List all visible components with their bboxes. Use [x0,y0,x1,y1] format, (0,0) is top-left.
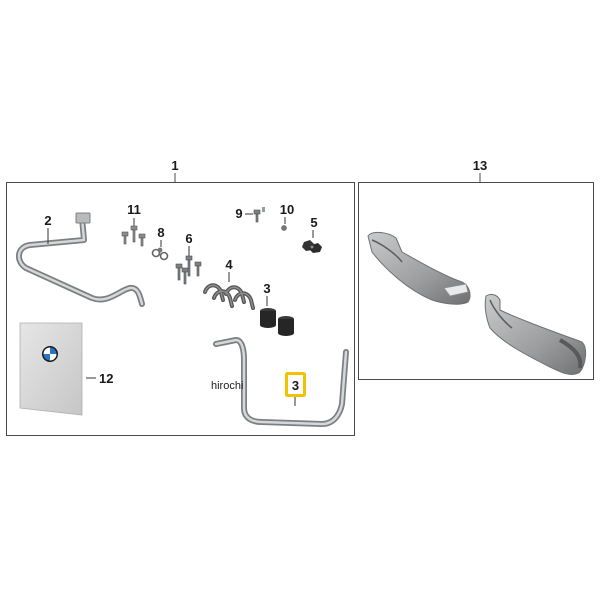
part-10-screw: 10 [280,202,294,231]
highlight-box [285,372,306,397]
part-7-label: 6 [185,231,192,246]
part-12-label: 12 [99,371,113,386]
part-2-bar: 2 [16,212,145,307]
watermark-text: hirochi [211,380,243,392]
part-11-label: 11 [127,202,141,217]
group-1-label: 1 [171,158,178,173]
part-8-label: 8 [157,225,164,240]
part-6-label: 5 [310,215,317,230]
part-6-nuts: 5 [302,215,322,253]
part-5-bushings: 3 [260,281,294,336]
group-13-label: 13 [473,158,487,173]
group-13-box: 13 [358,158,594,380]
part-9-label: 9 [235,206,242,221]
part-3-bar: 3 hirochi [211,337,349,427]
part-11-bolts: 11 [121,202,146,247]
part-8-washers: 8 [151,225,169,261]
part-4-label: 4 [225,257,233,272]
part-7-bolts: 6 [175,231,202,285]
part-13-handguards [367,231,587,375]
part-9-screw: 9 [235,206,265,223]
part-5-label: 3 [263,281,270,296]
part-12-manual: 12 [19,322,113,416]
part-10-label: 10 [280,202,294,217]
part-2-label: 2 [44,213,51,228]
part-4-clamps: 4 [203,257,255,310]
part-3-label: 3 [292,378,299,393]
group-1-box: 1 [6,158,355,436]
